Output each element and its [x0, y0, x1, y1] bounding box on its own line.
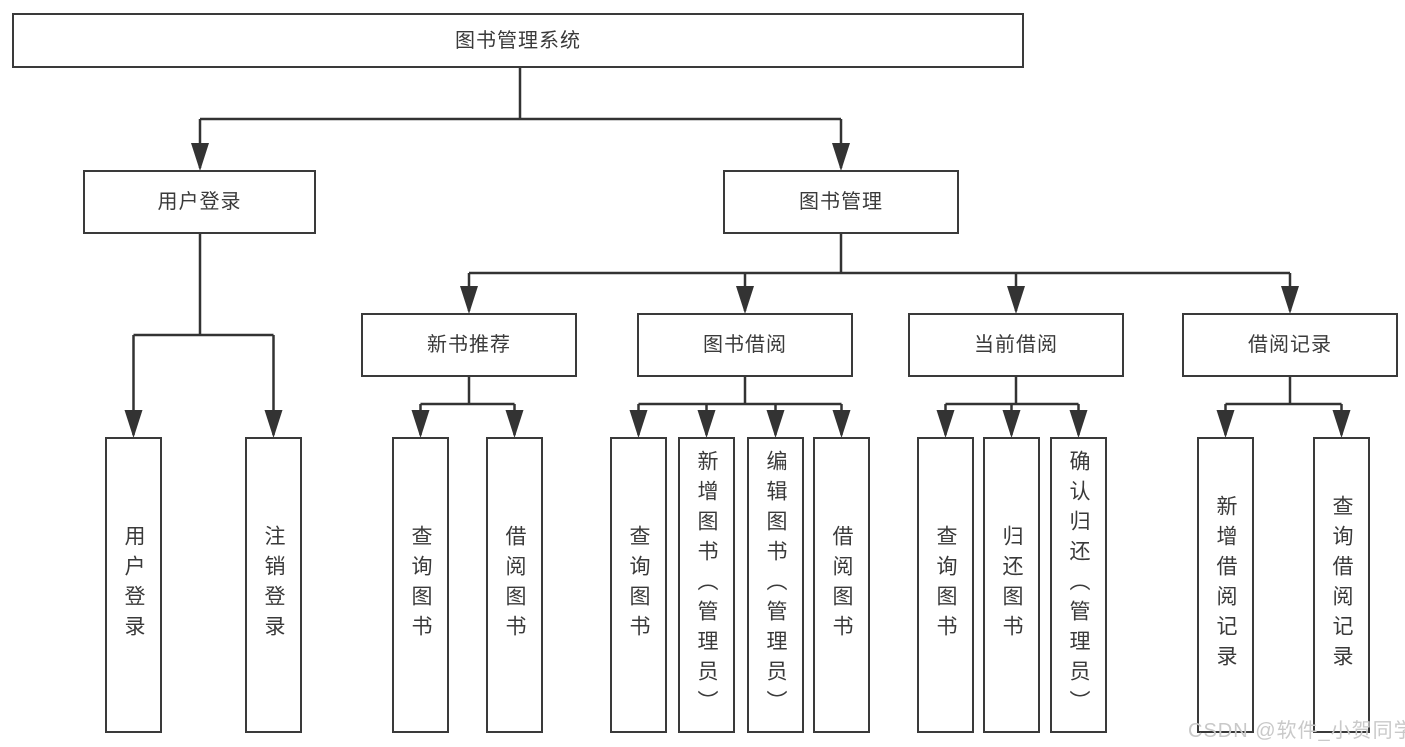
node-leaf-add-books-admin: 新增图书（管理员） [678, 437, 735, 733]
node-user-login-branch: 用户登录 [83, 170, 316, 234]
node-leaf-edit-books-admin: 编辑图书（管理员） [747, 437, 804, 733]
node-leaf-return-books: 归还图书 [983, 437, 1040, 733]
node-book-borrow: 图书借阅 [637, 313, 853, 377]
node-book-management-branch: 图书管理 [723, 170, 959, 234]
node-leaf-query-borrow-record: 查询借阅记录 [1313, 437, 1370, 733]
node-leaf-query-books-current: 查询图书 [917, 437, 974, 733]
node-borrow-records: 借阅记录 [1182, 313, 1398, 377]
node-leaf-borrow-books: 借阅图书 [813, 437, 870, 733]
node-leaf-user-login: 用户登录 [105, 437, 162, 733]
node-leaf-query-books-borrow: 查询图书 [610, 437, 667, 733]
node-library-management-system: 图书管理系统 [12, 13, 1024, 68]
node-leaf-borrow-books-recommend: 借阅图书 [486, 437, 543, 733]
node-new-book-recommend: 新书推荐 [361, 313, 577, 377]
arrowhead-icons [124, 143, 1351, 438]
node-leaf-confirm-return-admin: 确认归还（管理员） [1050, 437, 1107, 733]
node-leaf-logout: 注销登录 [245, 437, 302, 733]
csdn-watermark: CSDN @软件_小贺同学 [1188, 720, 1405, 742]
node-leaf-add-borrow-record: 新增借阅记录 [1197, 437, 1254, 733]
node-current-borrow: 当前借阅 [908, 313, 1124, 377]
node-leaf-query-books-recommend: 查询图书 [392, 437, 449, 733]
